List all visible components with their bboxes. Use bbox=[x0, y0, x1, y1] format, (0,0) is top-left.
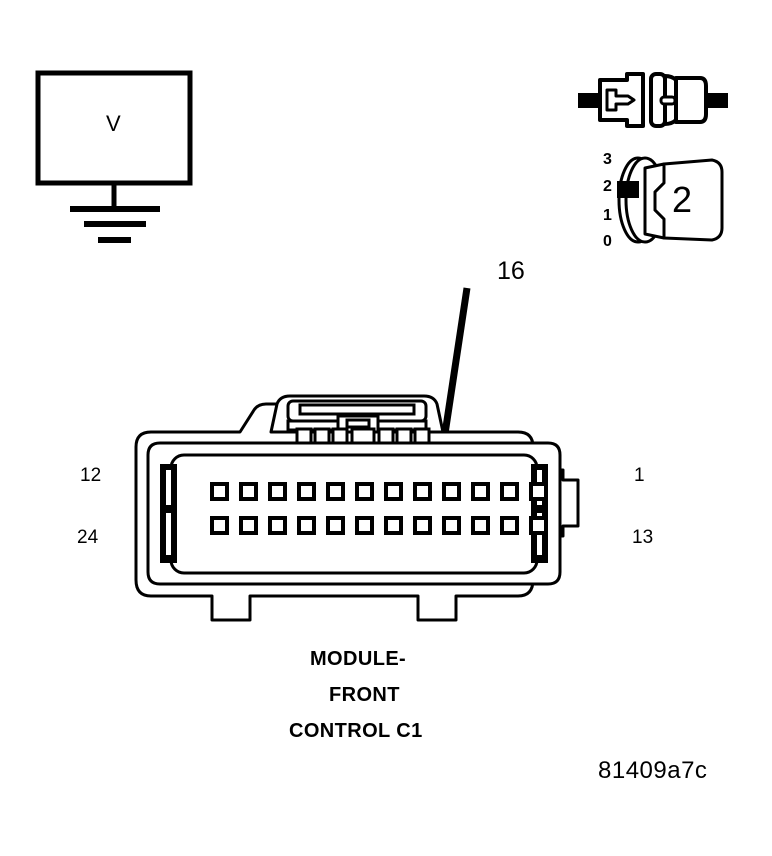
pin-cavity-21 bbox=[297, 516, 316, 535]
voltmeter-label: V bbox=[106, 111, 121, 136]
pin-label-top-right: 1 bbox=[634, 465, 645, 486]
diagram-code: 81409a7c bbox=[598, 757, 708, 784]
pin-cavity-8 bbox=[326, 482, 345, 501]
dial-position-indicator bbox=[617, 181, 639, 198]
pin-cavity-2 bbox=[500, 482, 519, 501]
latch-tooth bbox=[395, 427, 413, 445]
pin-cavity-6 bbox=[384, 482, 403, 501]
latch-tooth bbox=[331, 427, 349, 445]
pin-cavity-1 bbox=[529, 482, 548, 501]
pin-cavity-16-highlighted bbox=[442, 516, 461, 535]
rotary-selector-icon bbox=[617, 156, 724, 244]
pin-label-bottom-left: 24 bbox=[77, 527, 99, 548]
latch-tooth bbox=[313, 427, 331, 445]
pin-cavity-12 bbox=[210, 482, 229, 501]
pin-cavity-7 bbox=[355, 482, 374, 501]
latch-tooth-center bbox=[350, 427, 376, 445]
pin-label-top-left: 12 bbox=[80, 465, 102, 486]
pin-cavity-22 bbox=[268, 516, 287, 535]
latch-tooth bbox=[377, 427, 395, 445]
voltmeter-symbol bbox=[35, 70, 193, 243]
left-rail-slot-top bbox=[166, 470, 171, 505]
connector-name-line-1: MODULE- bbox=[310, 648, 407, 670]
connector-latch bbox=[269, 394, 445, 445]
connector-name-line-2: FRONT bbox=[329, 684, 400, 706]
pin-cavity-4 bbox=[442, 482, 461, 501]
pin-cavity-9 bbox=[297, 482, 316, 501]
pin-cavity-20 bbox=[326, 516, 345, 535]
pin-cavity-24 bbox=[210, 516, 229, 535]
disconnected-connector-icon bbox=[578, 72, 728, 128]
pin-grid bbox=[210, 482, 548, 535]
connector-name-line-3: CONTROL C1 bbox=[289, 720, 423, 742]
latch-tooth bbox=[295, 427, 313, 445]
pin-cavity-15 bbox=[471, 516, 490, 535]
dial-position-label-3: 3 bbox=[603, 151, 612, 168]
pin-cavity-11 bbox=[239, 482, 258, 501]
pin-cavity-17 bbox=[413, 516, 432, 535]
latch-tooth bbox=[413, 427, 431, 445]
connector-inner-cavity bbox=[169, 453, 539, 575]
female-terminal-detail bbox=[605, 88, 636, 112]
dial-knob-body bbox=[653, 158, 724, 242]
dial-position-label-1: 1 bbox=[603, 207, 612, 224]
male-connector-body bbox=[674, 76, 708, 124]
dial-selected-value: 2 bbox=[672, 179, 693, 220]
latch-top-slot bbox=[298, 403, 416, 416]
left-rail-slot-bottom bbox=[166, 513, 171, 555]
connector-end-view bbox=[134, 394, 580, 622]
latch-keeper-slot bbox=[345, 418, 371, 429]
pin-cavity-23 bbox=[239, 516, 258, 535]
pin-cavity-10 bbox=[268, 482, 287, 501]
pin-cavity-14 bbox=[500, 516, 519, 535]
pin-cavity-5 bbox=[413, 482, 432, 501]
callout-pin-label: 16 bbox=[497, 257, 525, 285]
pin-cavity-18 bbox=[384, 516, 403, 535]
male-terminal-slot bbox=[659, 95, 677, 106]
pin-cavity-13 bbox=[529, 516, 548, 535]
dial-position-label-2: 2 bbox=[603, 178, 612, 195]
right-wire-stub bbox=[706, 93, 728, 108]
pin-cavity-19 bbox=[355, 516, 374, 535]
dial-position-label-0: 0 bbox=[603, 233, 612, 250]
left-wire-stub bbox=[578, 93, 600, 108]
pin-label-bottom-right: 13 bbox=[632, 527, 654, 548]
pin-cavity-3 bbox=[471, 482, 490, 501]
